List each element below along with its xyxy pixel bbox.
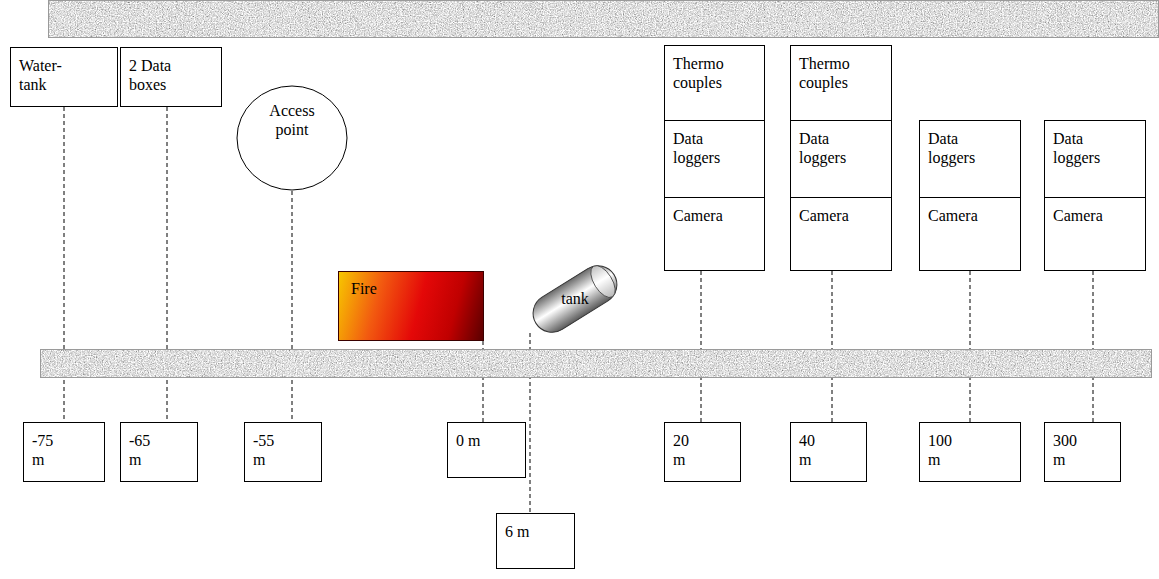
- node-label: 40 m: [799, 432, 827, 470]
- equipment-box: 40 m: [790, 422, 867, 482]
- equipment-box: Thermo couples: [790, 45, 892, 121]
- node-label: Water-tank: [19, 57, 81, 95]
- equipment-box: Data loggers: [919, 120, 1021, 198]
- equipment-box: 100 m: [919, 422, 1021, 482]
- equipment-box: 300 m: [1044, 422, 1121, 482]
- bottom-band: [40, 349, 1152, 378]
- dashed-leader: [832, 271, 833, 422]
- tank-body: [526, 259, 624, 340]
- node-label: Fire: [351, 280, 431, 299]
- node-label: 300 m: [1053, 432, 1081, 470]
- node-label: -55 m: [253, 432, 281, 470]
- dashed-leader: [970, 271, 971, 422]
- equipment-box: Thermo couples: [664, 45, 765, 121]
- equipment-box: Water-tank: [10, 47, 118, 107]
- node-label: 6 m: [505, 523, 565, 542]
- node-label: Thermo couples: [799, 55, 861, 93]
- equipment-box: Camera: [1044, 197, 1146, 271]
- top-band-edge: [49, 1, 1159, 38]
- node-label: Access point: [254, 102, 330, 140]
- node-label: Camera: [1053, 207, 1115, 226]
- equipment-box: 20 m: [664, 422, 741, 482]
- equipment-box: Data loggers: [664, 120, 765, 198]
- dashed-leader: [1093, 271, 1094, 422]
- node-label: Camera: [799, 207, 861, 226]
- circle-outline: [236, 85, 348, 191]
- equipment-box: -55 m: [244, 422, 322, 482]
- fire-zone: Fire: [338, 271, 484, 341]
- circle-shape: [237, 86, 347, 190]
- equipment-box: Camera: [790, 197, 892, 271]
- node-label: 0 m: [456, 432, 516, 451]
- tank-cylinder: tank: [523, 265, 627, 333]
- top-band: [48, 0, 1159, 38]
- equipment-box: 2 Data boxes: [120, 47, 222, 107]
- access-point-circle: Access point: [236, 85, 348, 191]
- equipment-box: Camera: [664, 197, 765, 271]
- node-label: 100 m: [928, 432, 956, 470]
- equipment-box: Camera: [919, 197, 1021, 271]
- node-label: 20 m: [673, 432, 701, 470]
- tank-end-cap: [586, 261, 620, 301]
- node-label: tank: [561, 290, 589, 309]
- equipment-box: -75 m: [23, 422, 105, 482]
- equipment-box: Data loggers: [1044, 120, 1146, 198]
- equipment-box: -65 m: [120, 422, 198, 482]
- node-label: 2 Data boxes: [129, 57, 191, 95]
- node-label: Thermo couples: [673, 55, 735, 93]
- equipment-box: Data loggers: [790, 120, 892, 198]
- node-label: Camera: [928, 207, 990, 226]
- equipment-box: 6 m: [496, 513, 575, 569]
- dashed-leader: [292, 191, 293, 422]
- node-label: -75 m: [32, 432, 60, 470]
- bottom-band-edge: [41, 350, 1152, 378]
- dashed-leader: [701, 271, 702, 422]
- node-label: Data loggers: [673, 130, 735, 168]
- equipment-box: 0 m: [447, 422, 526, 478]
- node-label: Data loggers: [1053, 130, 1115, 168]
- node-label: Data loggers: [799, 130, 861, 168]
- node-label: Camera: [673, 207, 735, 226]
- node-label: -65 m: [129, 432, 157, 470]
- node-label: Data loggers: [928, 130, 990, 168]
